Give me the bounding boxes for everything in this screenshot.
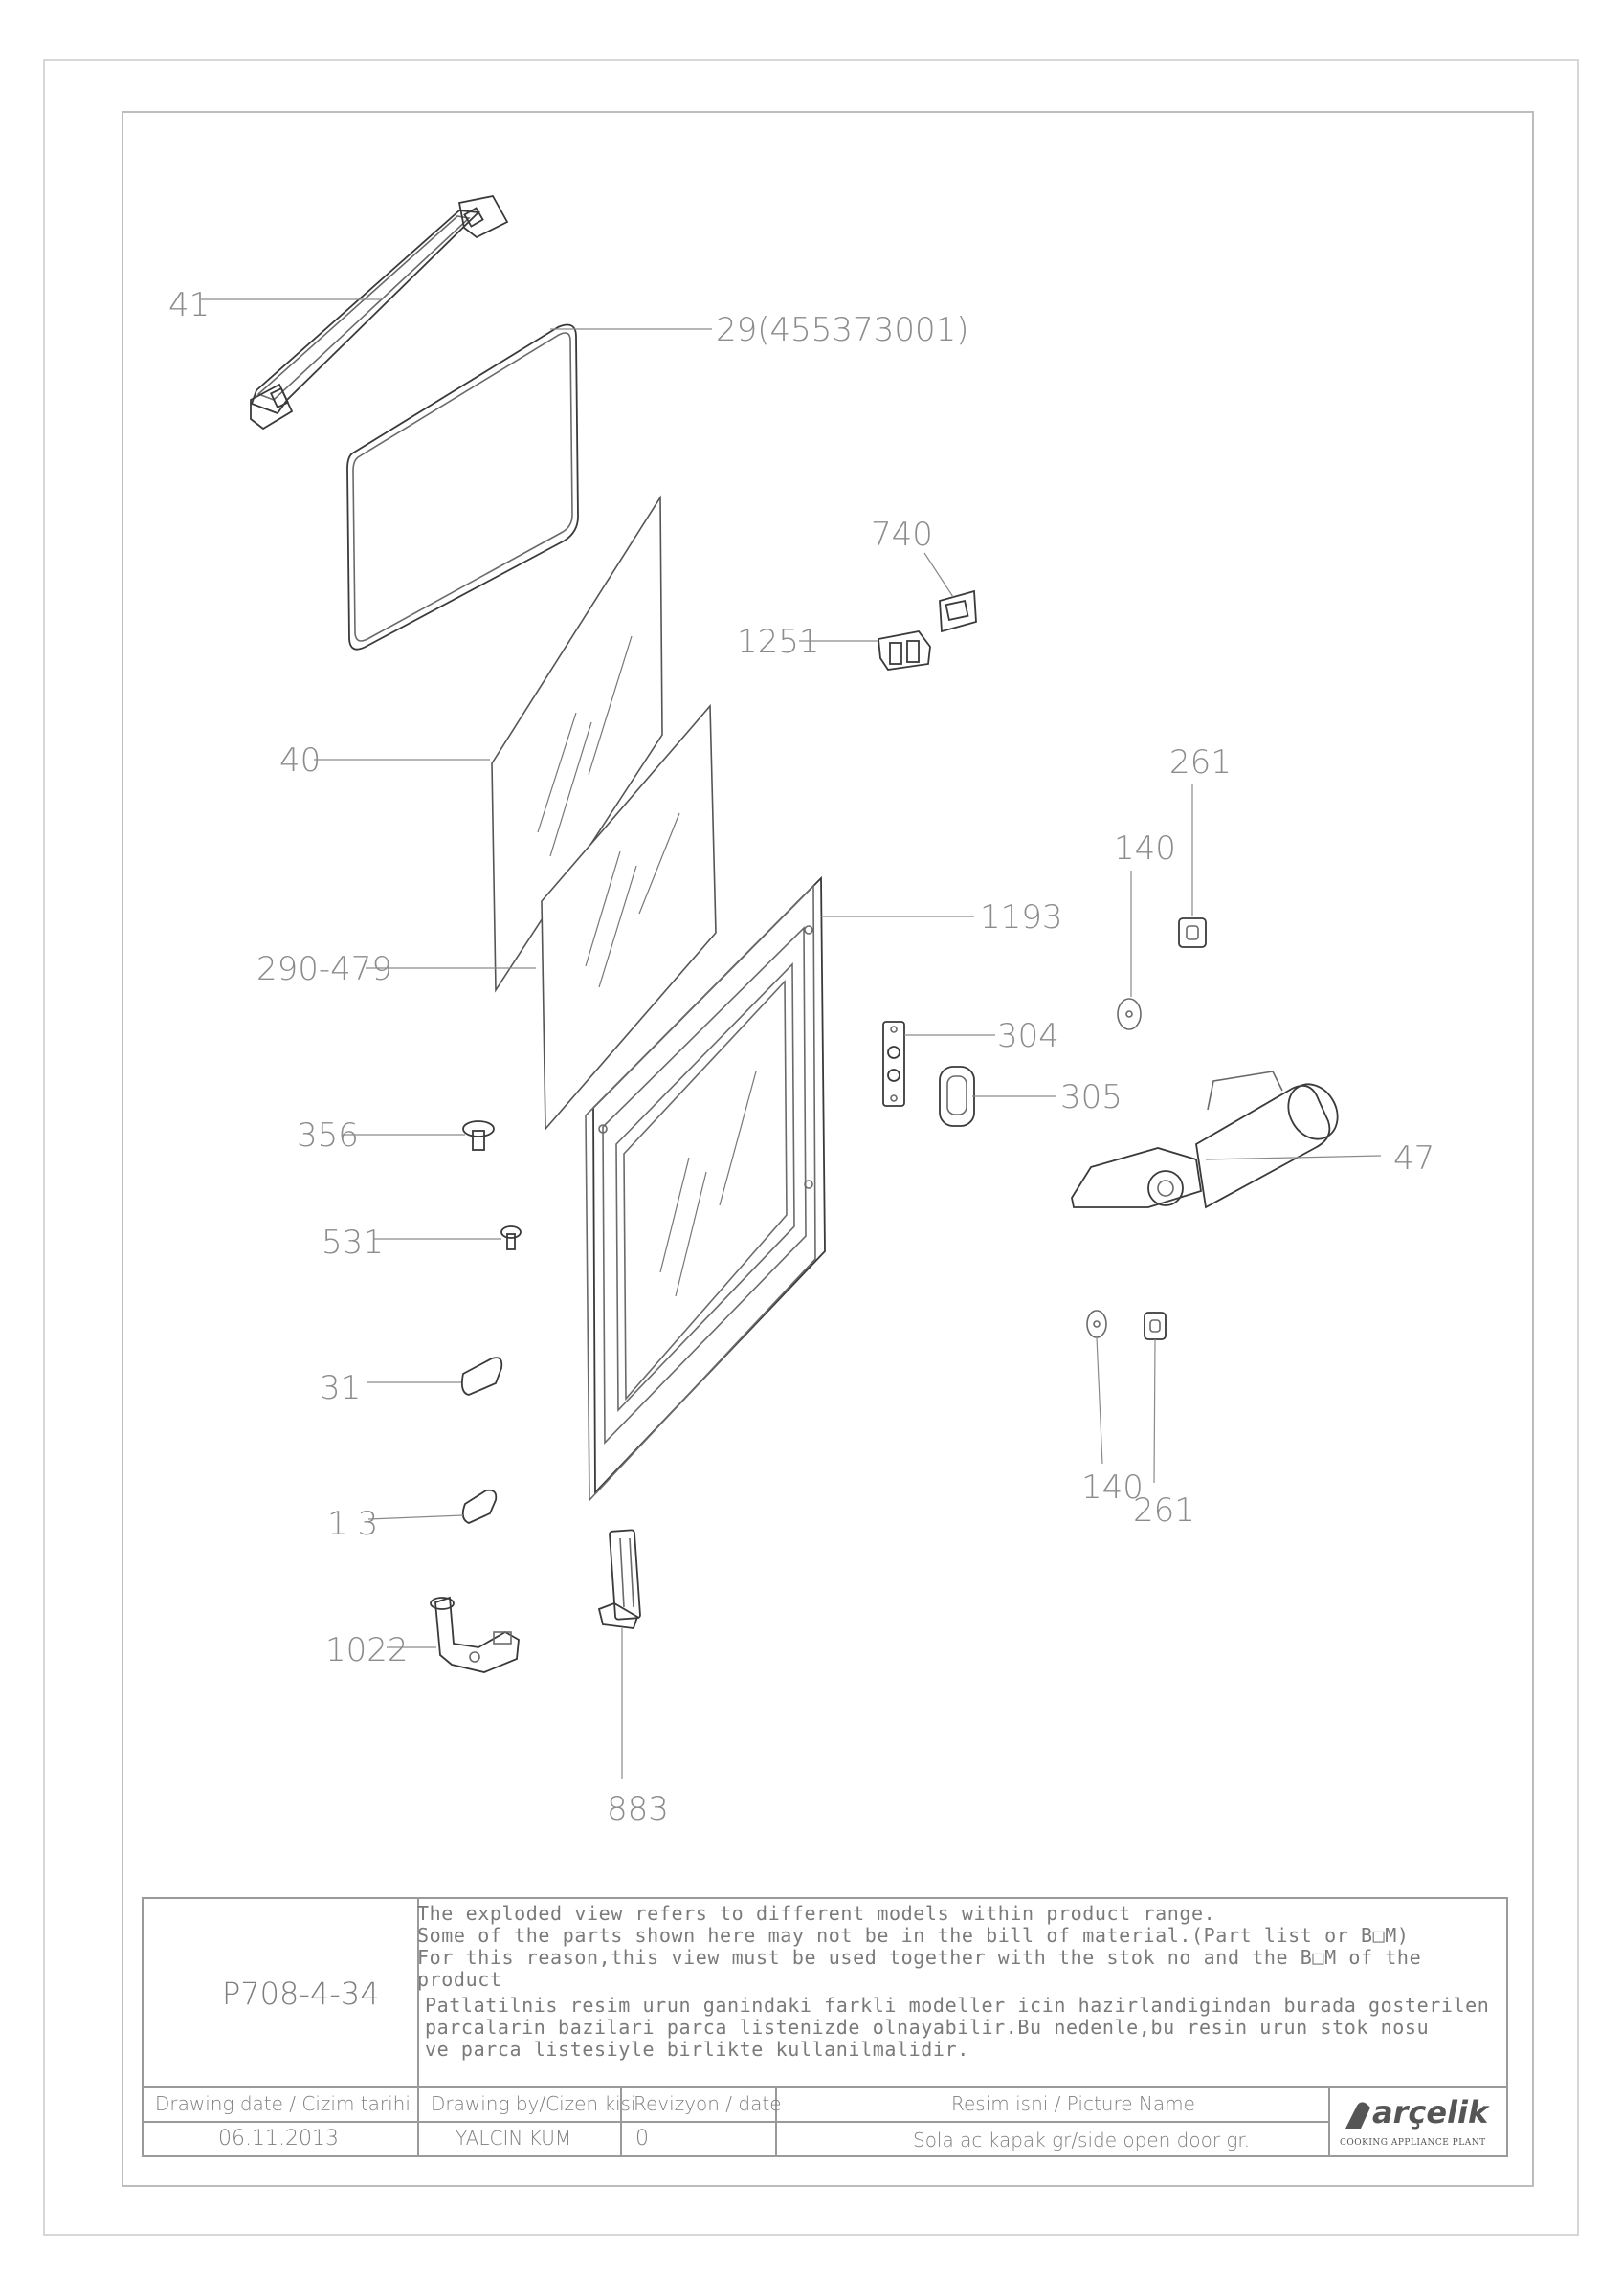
drawing-date-header: Drawing date / Cizim tarihi (155, 2092, 411, 2115)
part-31-clip (460, 1357, 503, 1396)
callout-29: 29(455373001) (716, 311, 968, 349)
callout-740: 740 (871, 516, 933, 554)
callout-41: 41 (168, 286, 210, 324)
callout-883: 883 (607, 1790, 669, 1828)
part-40-glass (491, 495, 663, 993)
arcelik-logo-mark-icon (1345, 2102, 1370, 2129)
picture-name-value: Sola ac kapak gr/side open door gr. (913, 2129, 1251, 2152)
revision-header: Revizyon / date (634, 2092, 782, 2115)
callout-261-top: 261 (1169, 743, 1232, 782)
drawing-date-cell: Drawing date / Cizim tarihi 06.11.2013 (144, 2088, 419, 2155)
note-en-3: For this reason,this view must be used t… (417, 1946, 1422, 1991)
callout-40: 40 (279, 741, 321, 780)
part-883-hinge-rod (597, 1529, 641, 1629)
callout-labels: 41 29(455373001) 740 1251 40 261 140 119… (168, 286, 1434, 1828)
part-1022-hinge (430, 1596, 520, 1673)
title-block-notes-row: P708-4-34 The exploded view refers to di… (142, 1897, 1508, 2088)
part-290-479-glass (541, 703, 717, 1132)
company-logo-cell: arçelik COOKING APPLIANCE PLANT (1330, 2088, 1506, 2155)
drawing-number-cell: P708-4-34 (144, 1899, 419, 2086)
part-1193-door-panel (585, 875, 826, 1503)
part-740-clip (939, 589, 977, 633)
part-356-stud (462, 1120, 495, 1151)
drawing-sheet-border (43, 59, 1579, 2236)
note-tr-3: ve parca listesiyle birlikte kullanilmal… (425, 2038, 969, 2061)
callout-1193: 1193 (980, 898, 1063, 937)
title-block-info-row: Drawing date / Cizim tarihi 06.11.2013 D… (142, 2086, 1508, 2157)
callout-305: 305 (1060, 1078, 1123, 1116)
brand-name: arçelik (1372, 2094, 1489, 2130)
note-tr-2: parcalarin bazilari parca listenizde oln… (425, 2016, 1430, 2039)
part-1251-latch (878, 630, 931, 671)
part-41-hinge-bar (250, 194, 509, 430)
part-304-hinge-plate (882, 1021, 905, 1107)
drawing-frame (122, 111, 1534, 2187)
note-tr-1: Patlatilnis resim urun ganindaki farkli … (425, 1994, 1490, 2017)
note-en-2: Some of the parts shown here may not be … (417, 1924, 1410, 1947)
revision-value: 0 (635, 2127, 649, 2151)
picture-name-cell: Resim isni / Picture Name Sola ac kapak … (777, 2088, 1330, 2155)
callout-1251: 1251 (737, 623, 820, 661)
part-140-bottom-washer (1086, 1310, 1107, 1338)
drawing-by-cell: Drawing by/Cizen kisi YALCIN KUM (419, 2088, 636, 2155)
part-305-bushing (939, 1066, 975, 1127)
part-531-screw (500, 1225, 522, 1250)
part-261-top-bracket (1178, 917, 1207, 948)
callout-31: 31 (320, 1369, 361, 1407)
callout-13: 13 (327, 1505, 388, 1543)
drawing-number: P708-4-34 (222, 1976, 380, 2012)
part-47-handle (1071, 1071, 1339, 1209)
part-261-bottom-bracket (1144, 1312, 1167, 1340)
arcelik-logo: arçelik (1344, 2094, 1497, 2132)
plant-name: COOKING APPLIANCE PLANT (1340, 2138, 1486, 2148)
callout-140-bottom: 140 (1081, 1468, 1144, 1507)
note-en-1: The exploded view refers to different mo… (417, 1902, 1216, 1925)
part-140-top-washer (1117, 998, 1142, 1030)
leader-lines (201, 298, 1382, 1779)
part-13-clip (461, 1489, 498, 1524)
picture-name-header: Resim isni / Picture Name (951, 2092, 1195, 2115)
callout-261-bottom: 261 (1133, 1491, 1195, 1530)
drawing-by-value: YALCIN KUM (456, 2127, 572, 2150)
callout-1022: 1022 (325, 1631, 409, 1669)
callout-290-479: 290-479 (256, 950, 392, 988)
revision-cell: Revizyon / date 0 (622, 2088, 782, 2155)
callout-47: 47 (1393, 1139, 1434, 1178)
callout-531: 531 (322, 1224, 384, 1262)
callout-140-top: 140 (1114, 829, 1176, 868)
callout-304: 304 (997, 1017, 1059, 1055)
drawing-by-header: Drawing by/Cizen kisi (431, 2092, 636, 2115)
callout-356: 356 (297, 1116, 359, 1155)
drawing-date-value: 06.11.2013 (218, 2127, 339, 2151)
part-29-gasket (346, 323, 579, 651)
